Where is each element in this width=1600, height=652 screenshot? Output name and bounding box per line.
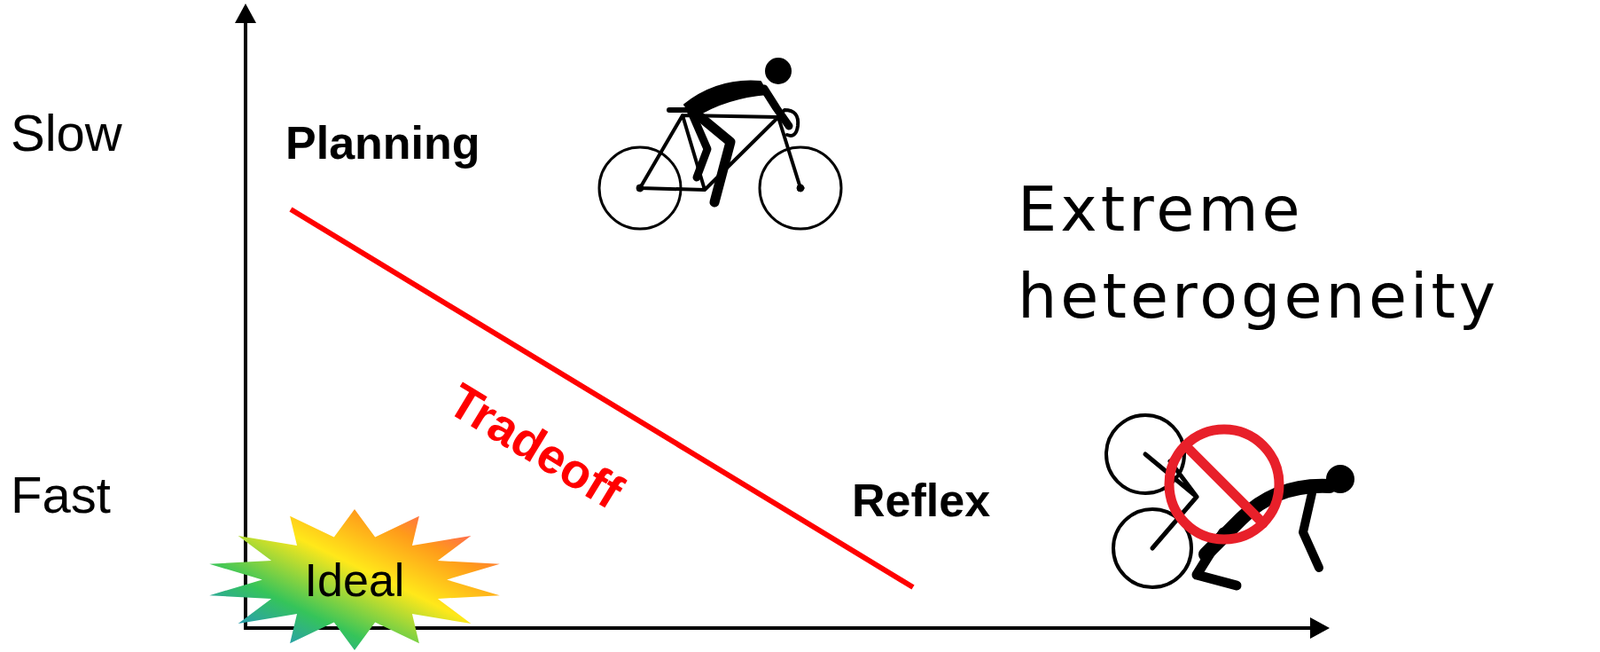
tradeoff-line bbox=[290, 209, 914, 587]
rider-arm bbox=[764, 88, 789, 126]
rider-leg bbox=[689, 108, 731, 203]
axis-label: Fast bbox=[10, 468, 111, 521]
prohibition-circle bbox=[1169, 429, 1280, 539]
ideal-starburst: Ideal bbox=[203, 507, 506, 652]
prohibition-slash bbox=[1185, 444, 1264, 523]
mode-label: Reflex bbox=[851, 476, 991, 523]
y-axis bbox=[243, 8, 248, 630]
starburst-outline bbox=[209, 508, 500, 650]
rider-head bbox=[765, 58, 791, 84]
fallen-rider-head bbox=[1326, 465, 1354, 492]
axis-label: Slow bbox=[10, 107, 123, 159]
y-axis-arrowhead bbox=[234, 3, 257, 24]
mode-label: Planning bbox=[285, 119, 481, 166]
cyclist-illustration bbox=[599, 58, 842, 229]
crash-illustration bbox=[1106, 414, 1354, 587]
node-label: Ideal bbox=[304, 556, 406, 603]
title-note: Extreme heterogeneity bbox=[1017, 165, 1585, 340]
rider-leg bbox=[689, 108, 708, 178]
x-axis-arrowhead bbox=[1310, 616, 1330, 639]
fallen-rider-arm bbox=[1303, 492, 1320, 568]
